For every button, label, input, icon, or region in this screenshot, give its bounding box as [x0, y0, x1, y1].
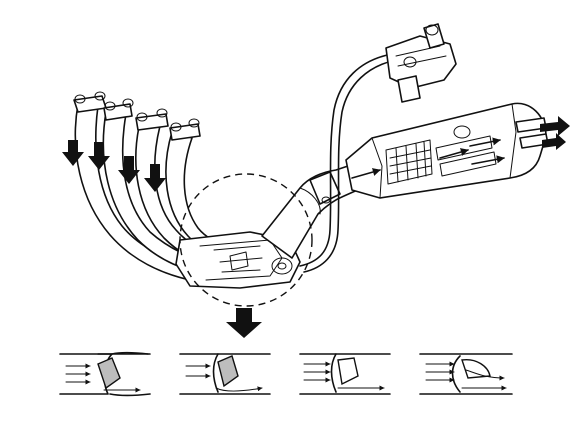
flow-arrow-pipe-1 [62, 140, 84, 166]
valve-detail-callout [179, 173, 313, 307]
flange-1 [73, 91, 107, 113]
flange-2 [103, 98, 134, 121]
exhaust-out-arrow-2 [542, 133, 566, 150]
pipe-clamp [309, 171, 341, 205]
flange-4 [169, 118, 201, 141]
header-pipes [62, 91, 233, 283]
flow-arrow-pipe-4 [144, 164, 166, 192]
exhaust-out-arrow [540, 116, 570, 136]
flange-3 [135, 108, 169, 131]
collector-assembly [175, 231, 301, 289]
muffler [345, 102, 570, 199]
valve-panel-4 [419, 353, 513, 395]
valve-flap-closed [97, 357, 121, 390]
detail-down-arrow [226, 308, 262, 338]
valve-panel-3 [299, 353, 391, 395]
flow-arrow-pipe-3 [118, 156, 140, 184]
valve-panel-2 [179, 353, 271, 395]
valve-flap-partial [217, 355, 239, 388]
catalyst-mesh [385, 139, 433, 185]
valve-panel-1 [59, 351, 151, 397]
control-cable [299, 53, 397, 273]
valve-position-panels [59, 351, 513, 397]
valve-flap-mostly-open [337, 357, 359, 386]
mid-pipe [261, 165, 363, 259]
valve-actuator [385, 23, 457, 103]
valve-flap-fully-open [461, 359, 491, 379]
flow-arrow-pipe-2 [88, 142, 110, 170]
